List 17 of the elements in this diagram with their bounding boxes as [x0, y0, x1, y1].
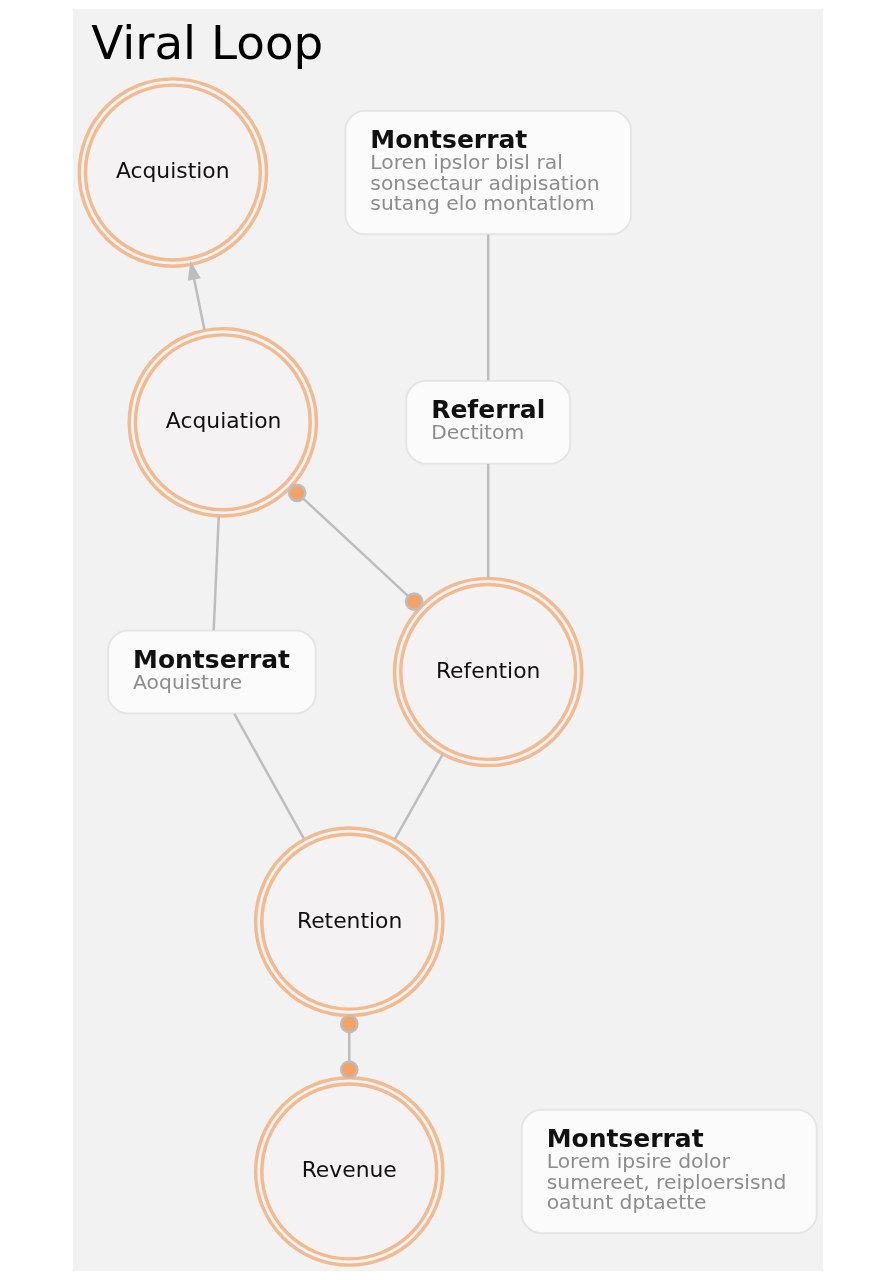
node-circle: Acquistion [77, 77, 269, 268]
connector [233, 713, 306, 840]
node-box: Montserrat Loren ipslor bisl ral sonsectaur adipisation sutang elo montatlom [344, 109, 632, 236]
node-circle: Acquiation [127, 326, 319, 518]
connector [486, 234, 490, 381]
connector [486, 464, 490, 579]
connector [287, 483, 424, 611]
arrow [187, 260, 206, 331]
node-box: Montserrat Aoquisture [107, 629, 317, 715]
node-circle: Refention [392, 576, 584, 768]
connector [212, 516, 220, 631]
node-box: Referral Dectitom [405, 379, 572, 465]
node-circle: Retention [253, 826, 445, 1018]
diagram-title: Viral Loop [91, 15, 324, 70]
connector [339, 1014, 359, 1079]
connector [393, 753, 444, 841]
node-circle: Revenue [253, 1076, 445, 1267]
